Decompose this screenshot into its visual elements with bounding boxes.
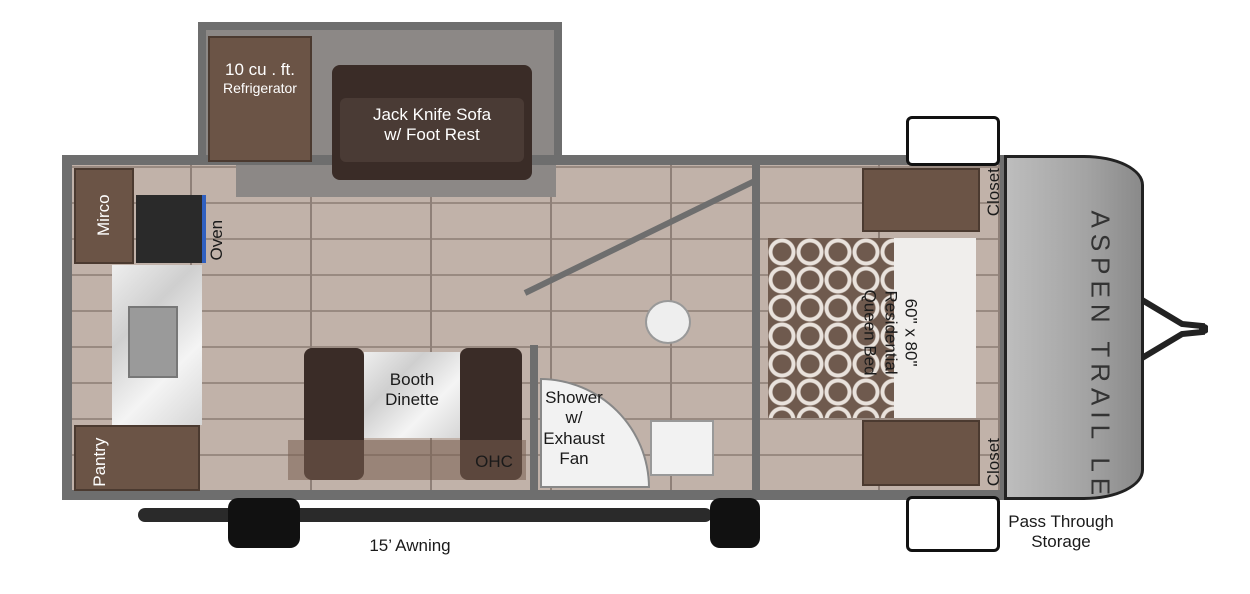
bed-label: 60" x 80" Residential Queen Bed (859, 273, 921, 393)
pantry (74, 425, 200, 491)
dinette-label: Booth Dinette (364, 370, 460, 411)
pantry-label: Pantry (89, 437, 109, 487)
wheel-left (228, 498, 300, 548)
front-cap (1004, 155, 1144, 500)
kitchen-sink (128, 306, 178, 378)
shower-label-line4: Fan (559, 449, 589, 469)
shower-label-line3: Exhaust (543, 428, 605, 448)
microwave-cabinet (74, 168, 134, 264)
toilet (645, 300, 691, 344)
sofa-label-line2: w/ Foot Rest (384, 125, 480, 145)
refrigerator-label: 10 cu . ft. Refrigerator (210, 60, 310, 97)
bed-label-line3: Queen Bed (860, 289, 880, 376)
refrigerator (208, 36, 312, 162)
refrigerator-label-line1: 10 cu . ft. (225, 60, 295, 79)
dinette-table (364, 352, 460, 438)
micro-label: Mirco (93, 194, 113, 236)
pass-through-label: Pass Through Storage (996, 512, 1126, 553)
ohc-label: OHC (475, 452, 513, 471)
pass-through-label-line2: Storage (1031, 532, 1091, 552)
bedroom-cabinet-top (862, 168, 980, 232)
dinette-label-line2: Dinette (385, 390, 439, 410)
hitch (1140, 296, 1209, 362)
bedroom-cabinet-bottom (862, 420, 980, 486)
bath-sink (650, 420, 714, 476)
bed-label-line1: 60" x 80" (901, 298, 921, 367)
oven-label: Oven (206, 219, 226, 261)
refrigerator-label-line2: Refrigerator (223, 80, 297, 97)
oven (136, 195, 206, 263)
pass-through-label-line1: Pass Through (1008, 512, 1114, 531)
pass-through-top (906, 116, 1000, 166)
awning (138, 508, 712, 522)
overhead-cabinet (288, 440, 526, 480)
shower-label: Shower w/ Exhaust Fan (536, 388, 612, 470)
sofa-label: Jack Knife Sofa w/ Foot Rest (340, 105, 524, 146)
shower-label-line1: Shower (545, 388, 603, 407)
bedroom-wall (752, 165, 760, 490)
dinette-label-line1: Booth (389, 370, 435, 389)
closet-top-label: Closet (983, 168, 1003, 217)
bed-label-line2: Residential (881, 290, 901, 375)
closet-bottom-label: Closet (983, 438, 1003, 487)
wheel-right (710, 498, 760, 548)
bed-comforter (768, 238, 894, 418)
awning-label: 15’ Awning (369, 536, 451, 555)
shower-label-line2: w/ (565, 408, 583, 428)
bath-wall (530, 345, 538, 490)
brand-logo: ASPEN TRAIL LE (1085, 210, 1116, 502)
sofa-cushion (340, 98, 524, 162)
pass-through-bottom (906, 496, 1000, 552)
sofa-label-line1: Jack Knife Sofa (372, 105, 492, 124)
